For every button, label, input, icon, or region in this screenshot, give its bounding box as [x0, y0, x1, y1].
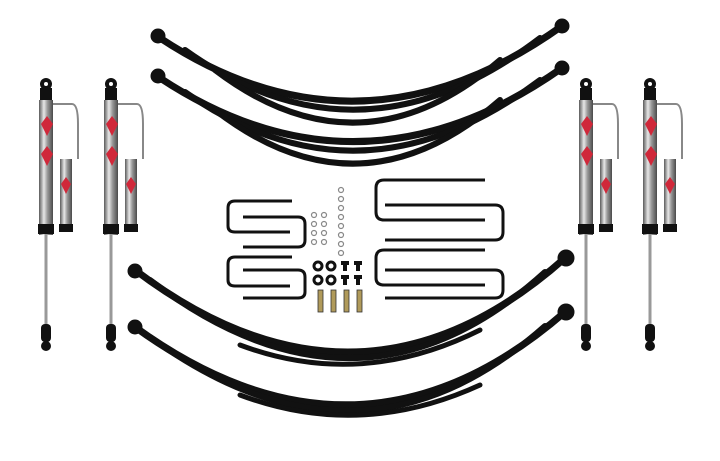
- leaf-spring-top-1: [150, 18, 570, 126]
- leaf-spring-bottom-2: [127, 303, 575, 418]
- shock-4: [641, 77, 683, 352]
- shock-2: [102, 77, 144, 352]
- u-bolt-large-2: [374, 248, 505, 300]
- u-bolt-large-1: [374, 178, 505, 242]
- hardware-nuts: [312, 260, 337, 286]
- shock-3: [577, 77, 619, 352]
- leaf-spring-top-2: [150, 60, 570, 167]
- hardware-bolts: [341, 261, 362, 285]
- u-bolt-small-1: [226, 199, 307, 249]
- u-bolt-small-2: [226, 255, 307, 300]
- shock-1: [37, 77, 79, 352]
- hardware-washers: [310, 186, 345, 257]
- hardware-bushings: [317, 289, 363, 313]
- leaf-spring-bottom-1: [127, 249, 575, 367]
